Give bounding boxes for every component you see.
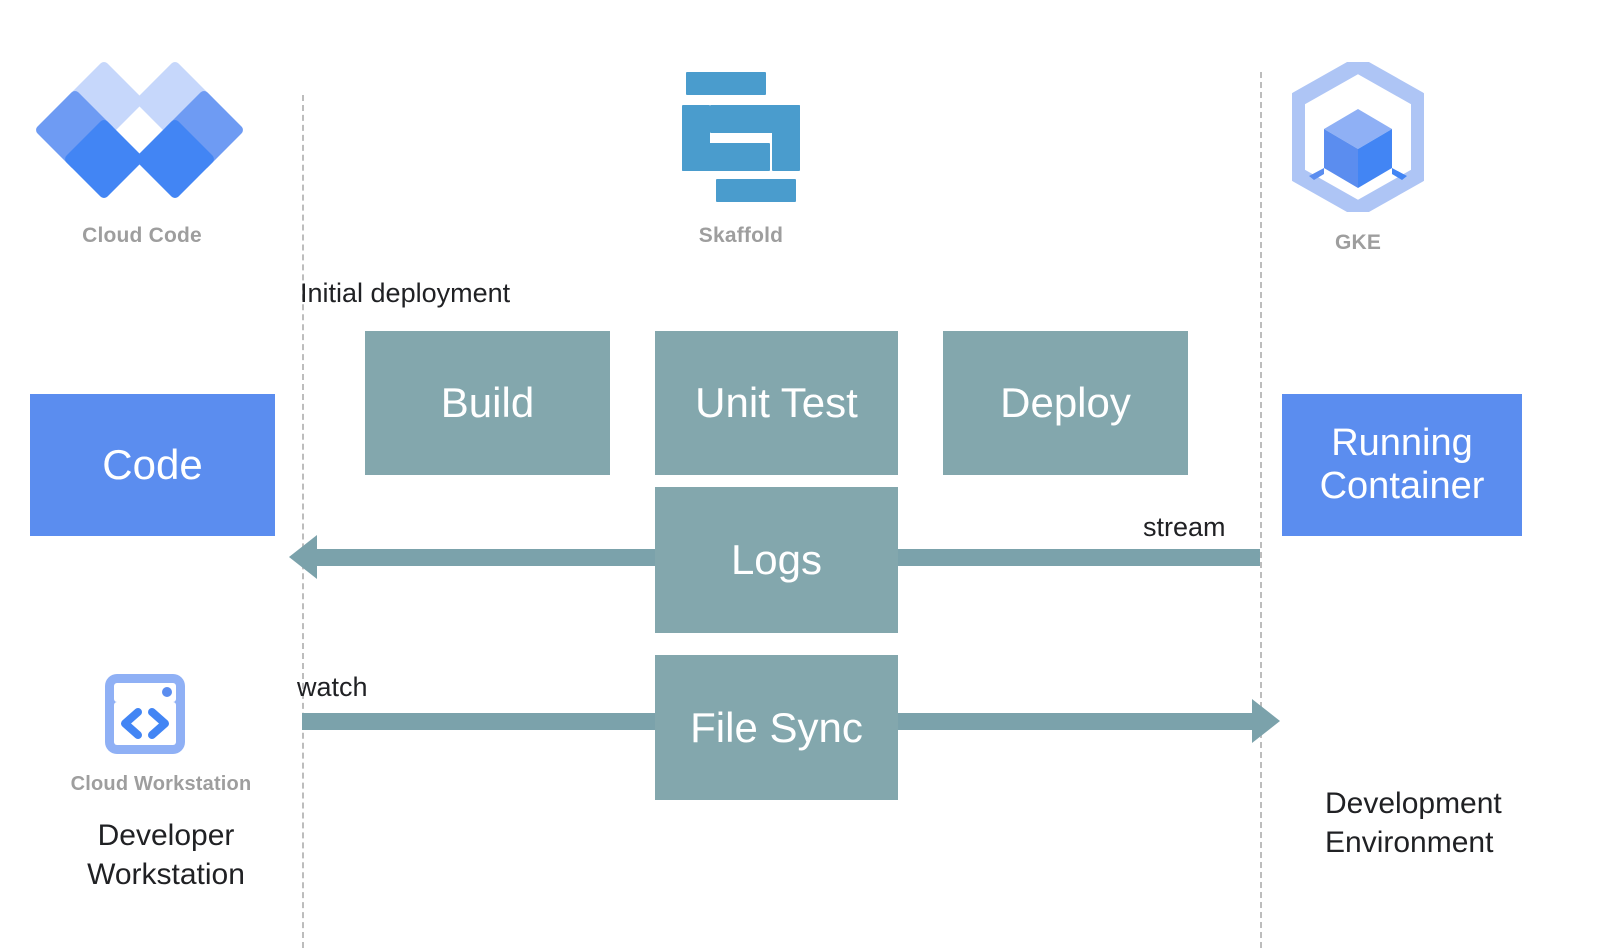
skaffold-bar-bottom	[716, 179, 796, 202]
logs-arrow-head-left	[289, 535, 317, 579]
boundary-line-right	[1260, 72, 1262, 948]
zone-caption-developer-workstation: Developer Workstation	[87, 819, 245, 891]
skaffold-bar-top	[686, 72, 766, 95]
gke-hexagon-cube-icon	[1289, 57, 1427, 217]
stage-box-build[interactable]: Build	[365, 331, 610, 475]
skaffold-bar-lower	[682, 143, 770, 171]
skaffold-caption: Skaffold	[698, 224, 784, 247]
stage-box-logs[interactable]: Logs	[655, 487, 898, 633]
cloud-workstation-window-icon	[105, 674, 185, 754]
file-sync-arrow-head-right	[1252, 699, 1280, 743]
annotation-initial-deployment: Initial deployment	[300, 278, 511, 308]
stage-box-file-sync[interactable]: File Sync	[655, 655, 898, 800]
endpoint-box-running-container[interactable]: Running Container	[1282, 394, 1522, 536]
annotation-stream: stream	[1143, 512, 1226, 542]
endpoint-box-code[interactable]: Code	[30, 394, 275, 536]
stage-box-deploy[interactable]: Deploy	[943, 331, 1188, 475]
cloud-workstation-logo	[103, 672, 187, 756]
boundary-line-left	[302, 95, 304, 948]
stage-box-unit-test[interactable]: Unit Test	[655, 331, 898, 475]
skaffold-bar-right-stem	[772, 105, 800, 171]
gke-caption: GKE	[1334, 231, 1382, 254]
skaffold-logo	[682, 72, 800, 202]
zone-caption-development-environment: Development Environment	[1325, 787, 1502, 859]
cloud-code-caption: Cloud Code	[82, 224, 202, 247]
annotation-watch: watch	[297, 672, 368, 702]
cloud-code-logo	[33, 59, 246, 208]
cloud-workstation-caption: Cloud Workstation	[70, 773, 252, 795]
gke-logo	[1289, 57, 1427, 217]
